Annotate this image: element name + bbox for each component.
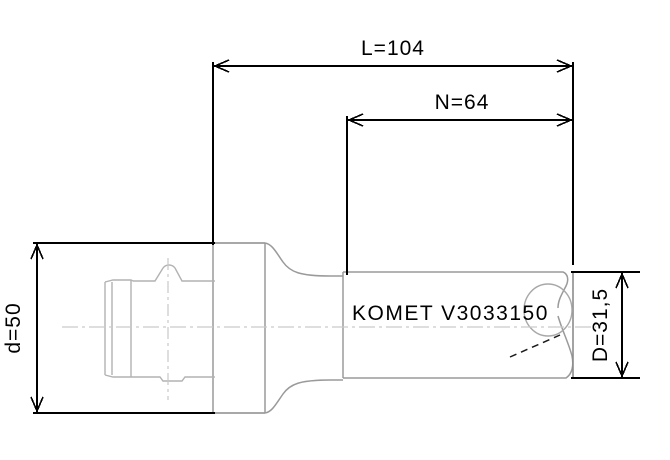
dimension-cutting-diameter: D=31,5 <box>571 271 640 379</box>
drive-flat-bottom <box>133 376 213 382</box>
dim-label-cutting-diameter: D=31,5 <box>589 288 612 362</box>
dim-label-shank-diameter: d=50 <box>2 302 25 353</box>
engraving-text: KOMET V3033150 <box>352 302 549 325</box>
tool-body-geometry <box>36 242 596 414</box>
arrow-L-left <box>212 59 230 73</box>
arrow-N-right <box>556 113 574 127</box>
arrow-D-bottom <box>615 361 629 379</box>
drive-flat-top <box>133 264 213 282</box>
dim-label-flute-length: N=64 <box>435 91 490 114</box>
dimension-overall-length: L=104 <box>212 37 574 265</box>
tip-profile-upper <box>550 271 569 309</box>
arrow-d-bottom <box>30 396 44 414</box>
insert-leader-line <box>509 334 561 358</box>
taper-lower <box>264 379 343 414</box>
tip-profile-lower <box>550 315 574 379</box>
arrow-D-top <box>615 271 629 289</box>
engraved-marking: KOMET V3033150 <box>352 302 549 325</box>
arrow-d-top <box>30 242 44 260</box>
arrow-L-right <box>556 59 574 73</box>
bore-bottom-edge <box>104 374 133 378</box>
dimension-flute-length: N=64 <box>346 91 574 275</box>
dim-label-overall-length: L=104 <box>361 37 425 60</box>
bore-top-edge <box>104 279 134 283</box>
shank-outline <box>36 242 214 414</box>
arrow-N-left <box>346 113 364 127</box>
taper-upper <box>264 242 343 277</box>
dimension-shank-diameter: d=50 <box>2 242 215 414</box>
round-insert-outline <box>523 283 573 337</box>
